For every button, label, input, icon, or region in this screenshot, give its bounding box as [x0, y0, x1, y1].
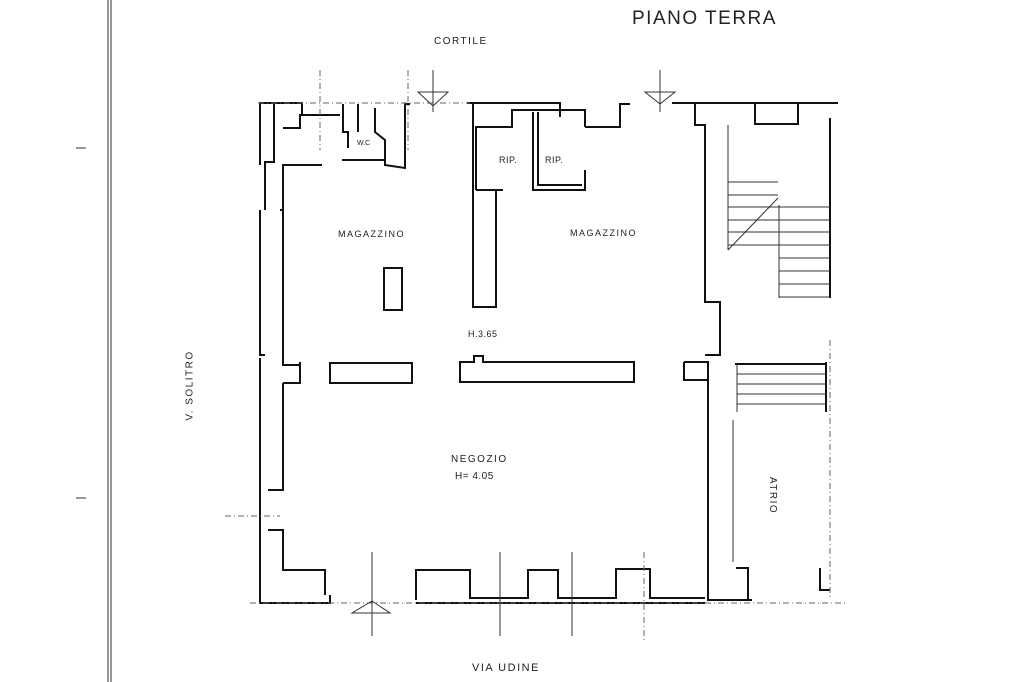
page-title: PIANO TERRA	[632, 8, 777, 29]
negozio-height: H= 4.05	[455, 471, 494, 482]
section-marker-icon	[643, 91, 677, 105]
walls	[259, 102, 838, 604]
room-wc: W.C	[357, 140, 371, 147]
room-rip-2: RIP.	[545, 155, 564, 165]
room-rip-1: RIP.	[499, 155, 518, 165]
room-magazzino-right: MAGAZZINO	[570, 228, 637, 238]
label-cortile: CORTILE	[434, 36, 488, 47]
label-v-solitro: V. SOLITRO	[184, 350, 196, 421]
label-atrio: ATRIO	[767, 476, 779, 515]
construction-lines	[225, 70, 845, 640]
section-marker-icon	[416, 91, 450, 107]
label-via-udine: VIA UDINE	[472, 662, 540, 674]
magazzino-height: H.3.65	[468, 329, 498, 339]
room-negozio: NEGOZIO	[451, 454, 508, 465]
room-magazzino-left: MAGAZZINO	[338, 229, 405, 239]
staircase	[727, 103, 831, 600]
section-marker-icon	[350, 600, 392, 614]
